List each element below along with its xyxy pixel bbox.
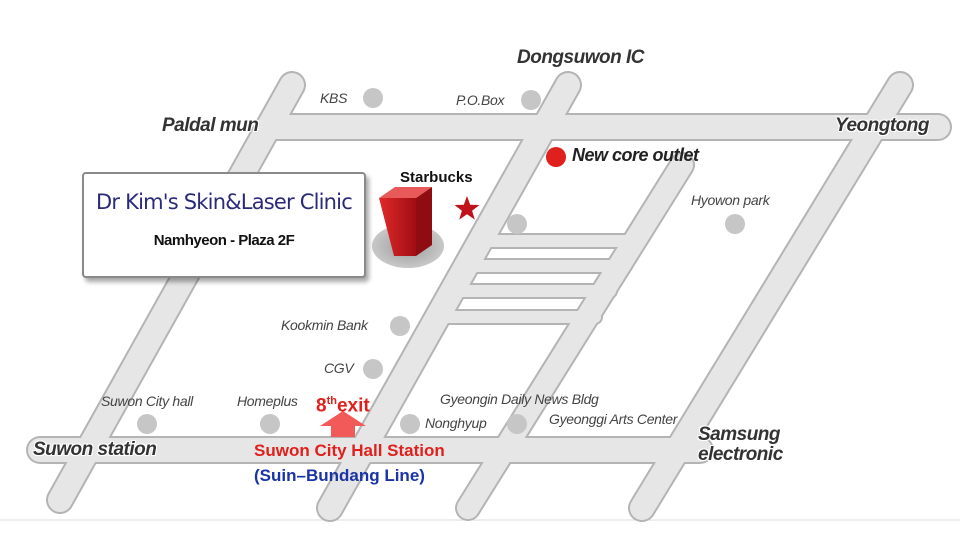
suwon-city-hall-marker — [137, 414, 157, 434]
exit-suffix: th — [326, 395, 337, 407]
label-cgv: CGV — [324, 360, 354, 376]
station-line: (Suin–Bundang Line) — [254, 466, 425, 485]
station-name: Suwon City Hall Station — [254, 441, 445, 460]
gyeongin-daily-news-marker — [507, 414, 527, 434]
label-gyeonggi-arts-center: Gyeonggi Arts Center — [549, 411, 678, 427]
label-kbs: KBS — [320, 90, 348, 106]
label-starbucks: Starbucks — [400, 169, 473, 186]
post-office-marker — [521, 90, 541, 110]
label-suwon-city-hall: Suwon City hall — [101, 393, 193, 409]
exit-number: 8 — [316, 395, 327, 417]
road-label-suwon-station: Suwon station — [33, 439, 157, 460]
nonghyup-marker — [400, 414, 420, 434]
label-post-office: P.O.Box — [456, 92, 505, 108]
landmark-marker — [507, 214, 527, 234]
label-gyeongin-daily-news: Gyeongin Daily News Bldg — [440, 391, 599, 407]
label-homeplus: Homeplus — [237, 393, 298, 409]
clinic-callout: Dr Kim's Skin&Laser Clinic Namhyeon - Pl… — [82, 172, 366, 278]
clinic-name: Dr Kim's Skin&Laser Clinic — [96, 190, 353, 214]
label-nonghyup: Nonghyup — [425, 415, 487, 431]
station-exit-label: 8thexit — [316, 395, 370, 417]
road-label-samsung-electronic: Samsung electronic — [698, 424, 783, 465]
hyowon-park-marker — [725, 214, 745, 234]
new-core-outlet-marker — [546, 147, 566, 167]
label-hyowon-park: Hyowon park — [691, 192, 770, 208]
homeplus-marker — [260, 414, 280, 434]
road-label-yeongtong: Yeongtong — [835, 115, 930, 136]
cgv-marker — [363, 359, 383, 379]
kbs-marker — [363, 88, 383, 108]
clinic-location: Namhyeon - Plaza 2F — [153, 232, 295, 249]
road-label-dongsuwon-ic: Dongsuwon IC — [517, 47, 644, 68]
starbucks-star-icon — [454, 196, 480, 220]
kookmin-bank-marker — [390, 316, 410, 336]
road-label-paldal-mun: Paldal mun — [162, 115, 259, 136]
clinic-building-icon — [372, 187, 444, 268]
label-new-core-outlet: New core outlet — [572, 145, 699, 165]
exit-word: exit — [336, 395, 370, 417]
label-kookmin-bank: Kookmin Bank — [281, 317, 368, 333]
station-exit-arrow-icon — [320, 411, 366, 437]
